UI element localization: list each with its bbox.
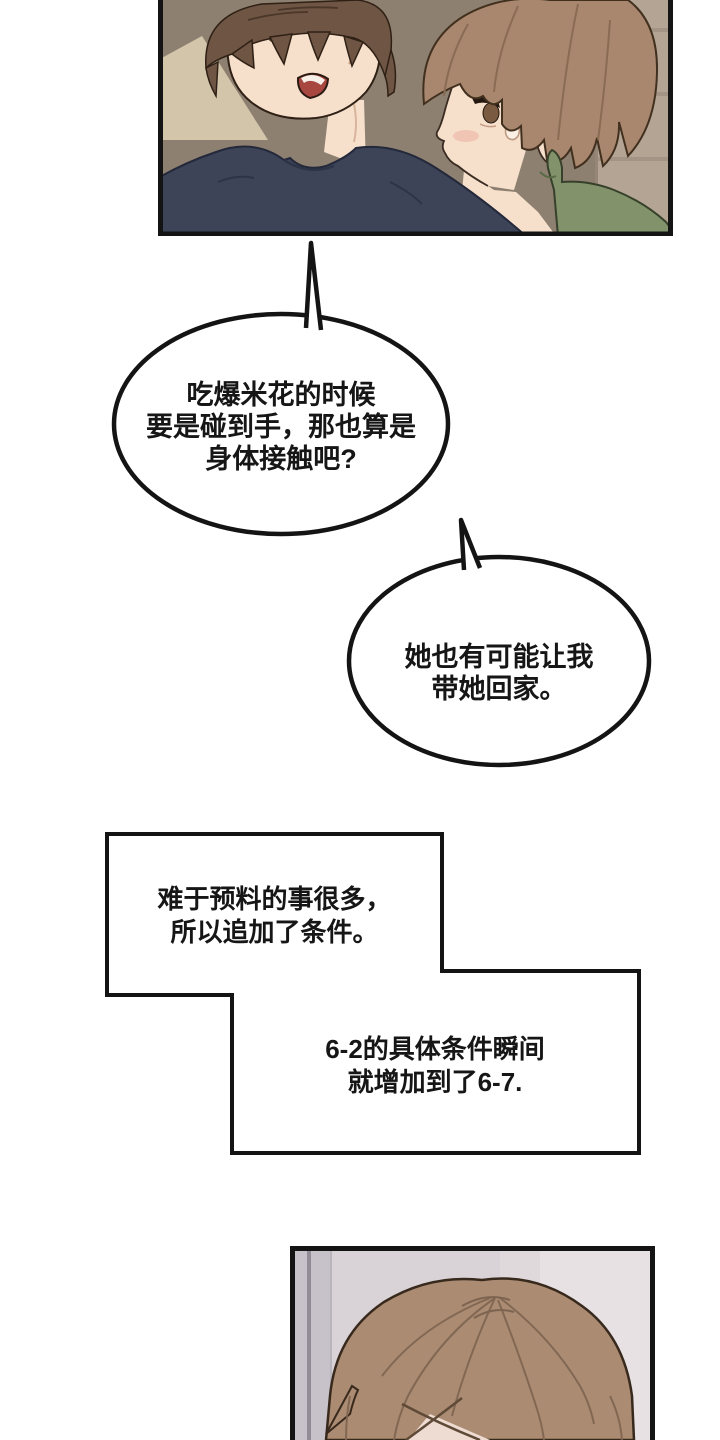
speech-bubble-1 [111, 240, 451, 537]
bubble-1-line-3: 身体接触吧? [205, 444, 357, 474]
bubble-1-line-1: 吃爆米花的时候 [186, 380, 376, 410]
speech-bubble-1-text: 吃爆米花的时候 要是碰到手，那也算是 身体接触吧? [113, 379, 449, 475]
character-head [324, 1277, 636, 1440]
hair-strands [345, 1297, 623, 1440]
panel-top-art [158, 0, 673, 236]
panel-bottom [290, 1246, 655, 1440]
bubble-2-line-1: 她也有可能让我 [404, 642, 594, 672]
bubble-1-line-2: 要是碰到手，那也算是 [146, 412, 416, 442]
character-a-collar [283, 158, 335, 172]
caption-2-text: 6-2的具体条件瞬间 就增加到了6-7. [240, 1033, 630, 1099]
character-a-teeth [301, 74, 325, 85]
character-a-shirt [158, 145, 528, 236]
caption-1-line-2: 所以追加了条件。 [170, 917, 379, 947]
wall-corner [290, 1246, 332, 1440]
character-b-blush [453, 130, 479, 142]
bubble-2-line-2: 带她回家。 [431, 674, 567, 704]
character-b-hair-strands [443, 3, 611, 141]
caption-1-line-1: 难于预料的事很多， [157, 884, 392, 914]
caption-1-text: 难于预料的事很多， 所以追加了条件。 [107, 883, 442, 949]
character-b-lower-lid [479, 123, 497, 128]
panel-bottom-art [290, 1246, 655, 1440]
caption-box-compound [105, 832, 641, 1155]
panel-bottom-border [290, 1246, 655, 1440]
character-a-hair-strands [247, 6, 339, 21]
character-b-profile-line [435, 63, 489, 187]
character-a-shirt-wrinkles [217, 175, 423, 205]
crossing-bangs [401, 1397, 481, 1440]
crown-arcs [461, 1296, 515, 1319]
character-head-hair [324, 1277, 636, 1440]
caption-2-line-1: 6-2的具体条件瞬间 [325, 1034, 545, 1064]
character-a [158, 0, 528, 236]
character-b-collar-fold [539, 171, 557, 179]
speech-bubble-2-text: 她也有可能让我 带她回家。 [349, 641, 649, 705]
panel-top [158, 0, 673, 236]
speech-bubble-2 [346, 517, 652, 768]
panel-top-border [158, 0, 673, 236]
caption-2-line-2: 就增加到了6-7. [347, 1067, 523, 1097]
speech-bubble-1-tail [303, 240, 324, 331]
character-a-neck-line [353, 103, 357, 143]
speech-bubble-2-tail [458, 517, 483, 571]
character-b-hair [422, 0, 659, 170]
character-b-shirt [546, 148, 673, 236]
